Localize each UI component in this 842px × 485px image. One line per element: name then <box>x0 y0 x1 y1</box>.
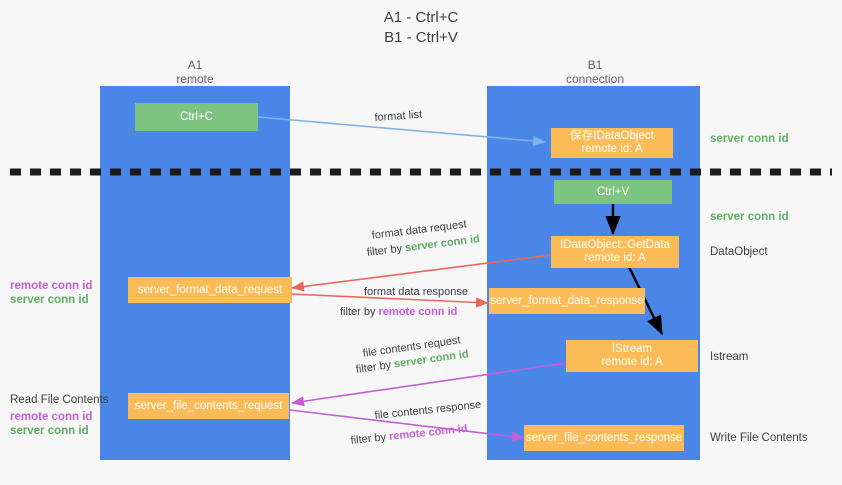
node-idataobject-getdata[interactable]: IDataObject::GetData remote id: A <box>551 236 679 268</box>
edge-label-format-list-text: format list <box>374 108 423 124</box>
node-save-idataobject-line1: 保存IDataObject <box>570 130 654 142</box>
edge-label-fcresp-filter-prefix: filter by <box>350 430 390 447</box>
node-ctrl-c[interactable]: Ctrl+C <box>135 103 258 131</box>
annotation-remote-conn-id-1: remote conn id <box>10 280 93 292</box>
arrow-getdata-to-istream <box>627 266 664 336</box>
arrow-format-data-response <box>289 293 489 308</box>
node-idataobject-getdata-line2: remote id: A <box>584 252 646 264</box>
title-line-1: A1 - Ctrl+C <box>383 9 459 26</box>
node-server-format-data-response[interactable]: server_format_data_response <box>489 288 645 314</box>
node-server-file-contents-request-label: server_file_contents_request <box>134 399 283 412</box>
column-b1-sub: connection <box>565 72 625 86</box>
edge-label-fdresp-filter-value: remote conn id <box>378 306 458 318</box>
column-header-a1: A1 remote <box>115 58 275 86</box>
diagram-title: A1 - Ctrl+C B1 - Ctrl+V <box>0 8 842 48</box>
node-ctrl-c-label: Ctrl+C <box>180 110 213 123</box>
node-istream-line1: IStream <box>611 343 653 355</box>
node-save-idataobject-line2: remote id: A <box>581 143 643 155</box>
arrow-file-contents-request <box>291 362 567 407</box>
node-ctrl-v-label: Ctrl+V <box>596 185 630 198</box>
edge-label-fdresp-filter-prefix: filter by <box>340 306 379 318</box>
node-server-file-contents-response-label: server_file_contents_response <box>525 431 683 444</box>
column-a1-name: A1 <box>187 58 203 72</box>
node-ctrl-v[interactable]: Ctrl+V <box>554 180 672 204</box>
arrow-file-contents-response <box>289 409 525 442</box>
annotation-server-conn-id-1: server conn id <box>10 294 89 306</box>
annotation-read-file-contents: Read File Contents <box>10 394 109 406</box>
annotation-write-file-contents: Write File Contents <box>710 432 808 444</box>
column-b1-name: B1 <box>587 58 603 72</box>
edge-label-format-data-response-text: format data response <box>364 286 468 298</box>
arrow-format-list <box>257 116 546 147</box>
title-line-2: B1 - Ctrl+V <box>384 29 458 46</box>
column-a1-sub: remote <box>176 72 214 86</box>
node-istream[interactable]: IStream remote id: A <box>566 340 698 372</box>
annotation-server-conn-id-top: server conn id <box>710 133 789 145</box>
annotation-dataobject: DataObject <box>710 246 768 258</box>
node-server-file-contents-request[interactable]: server_file_contents_request <box>128 393 289 419</box>
edge-label-format-data-response: format data response <box>364 285 468 299</box>
edge-label-format-data-response-filter: filter by remote conn id <box>340 305 457 319</box>
node-save-idataobject[interactable]: 保存IDataObject remote id: A <box>551 128 673 158</box>
annotation-server-conn-id-mid: server conn id <box>710 211 789 223</box>
node-istream-line2: remote id: A <box>601 356 663 368</box>
node-server-format-data-request-label: server_format_data_request <box>137 283 283 296</box>
column-header-b1: B1 connection <box>515 58 675 86</box>
node-server-file-contents-response[interactable]: server_file_contents_response <box>524 425 684 451</box>
annotation-istream: Istream <box>710 351 749 363</box>
annotation-server-conn-id-2: server conn id <box>10 425 89 437</box>
node-server-format-data-response-label: server_format_data_response <box>490 294 644 307</box>
node-server-format-data-request[interactable]: server_format_data_request <box>128 277 292 303</box>
arrow-format-data-request <box>291 254 552 292</box>
annotation-remote-conn-id-2: remote conn id <box>10 411 93 423</box>
node-idataobject-getdata-line1: IDataObject::GetData <box>560 239 670 251</box>
